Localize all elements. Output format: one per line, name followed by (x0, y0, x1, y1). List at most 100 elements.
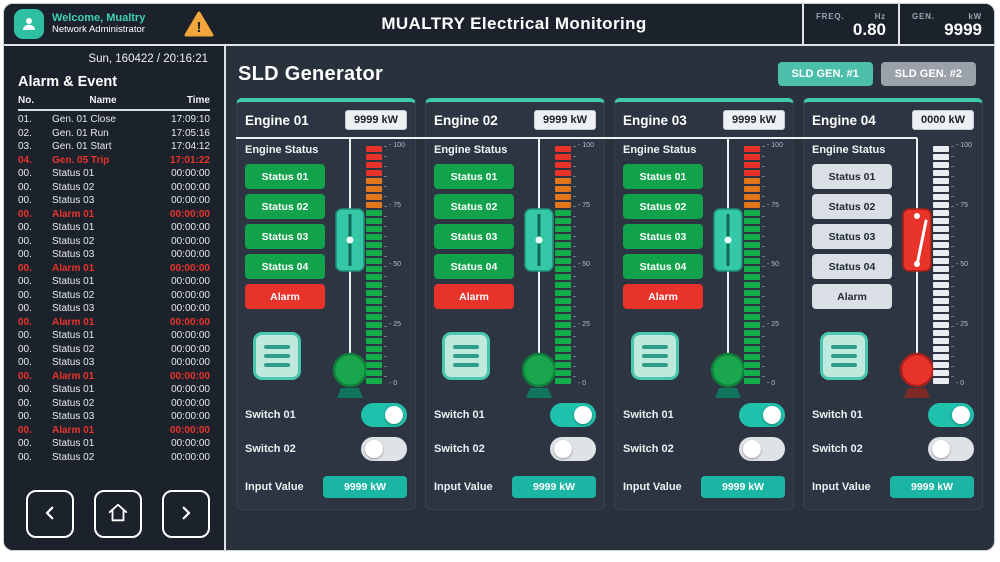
alarm-row[interactable]: 00. Status 01 00:00:00 (18, 437, 210, 451)
alarm-row[interactable]: 00. Status 01 00:00:00 (18, 329, 210, 343)
alarm-row[interactable]: 00. Status 02 00:00:00 (18, 289, 210, 303)
meter-segment (933, 266, 949, 272)
meter-segment (744, 202, 760, 208)
input-value-box[interactable]: 9999 kW (323, 476, 407, 498)
status-button[interactable]: Status 02 (623, 194, 703, 219)
meter-segment (366, 202, 382, 208)
meter-segment (366, 210, 382, 216)
alarm-row-no: 00. (18, 276, 32, 287)
status-button[interactable]: Status 04 (623, 254, 703, 279)
status-button[interactable]: Status 03 (245, 224, 325, 249)
toggle-switch[interactable] (928, 402, 974, 427)
alarm-row[interactable]: 00. Status 02 00:00:00 (18, 181, 210, 195)
meter-scale-label: 0 (578, 380, 604, 388)
sld-tabs: SLD GEN. #1 SLD GEN. #2 (777, 62, 976, 86)
alarm-row-no: 00. (18, 235, 32, 247)
alarm-button[interactable]: Alarm (245, 284, 325, 309)
user-icon[interactable] (14, 9, 44, 39)
alarm-row[interactable]: 02. Gen. 01 Run 17:05:16 (18, 127, 210, 141)
status-button[interactable]: Status 04 (812, 254, 892, 279)
alarm-row[interactable]: 00. Status 03 00:00:00 (18, 302, 210, 316)
breaker-symbol[interactable] (713, 208, 743, 272)
meter-ticks (762, 146, 765, 384)
switch-label: Switch 01 (245, 408, 296, 421)
breaker-symbol[interactable] (524, 208, 554, 272)
alarm-row[interactable]: 00. Alarm 01 00:00:00 (18, 316, 210, 330)
alarm-row[interactable]: 03. Gen. 01 Start 17:04:12 (18, 140, 210, 154)
alarm-row[interactable]: 00. Status 01 00:00:00 (18, 383, 210, 397)
input-value-box[interactable]: 9999 kW (890, 476, 974, 498)
content: Sun, 160422 / 20:16:21 Alarm & Event No.… (4, 46, 994, 550)
alarm-row[interactable]: 00. Status 03 00:00:00 (18, 248, 210, 262)
meter-segment (366, 290, 382, 296)
alarm-row[interactable]: 00. Alarm 01 00:00:00 (18, 424, 210, 438)
menu-icon[interactable] (442, 332, 490, 380)
tab-sld-gen-1[interactable]: SLD GEN. #1 (777, 62, 873, 86)
forward-button[interactable] (162, 490, 210, 538)
status-button[interactable]: Status 03 (812, 224, 892, 249)
alarm-row[interactable]: 00. Status 02 00:00:00 (18, 451, 210, 465)
alarm-row[interactable]: 00. Status 02 00:00:00 (18, 343, 210, 357)
alarm-row[interactable]: 00. Status 03 00:00:00 (18, 356, 210, 370)
status-button[interactable]: Status 01 (623, 164, 703, 189)
status-button[interactable]: Status 04 (245, 254, 325, 279)
input-value-box[interactable]: 9999 kW (701, 476, 785, 498)
warning-icon[interactable]: ! (184, 11, 214, 38)
toggle-switch[interactable] (739, 436, 785, 461)
meter-scale: 1007550250 (578, 142, 604, 388)
meter-segment (555, 218, 571, 224)
gen-unit: kW (968, 11, 982, 21)
alarm-button[interactable]: Alarm (812, 284, 892, 309)
breaker-symbol[interactable] (902, 208, 932, 272)
input-value-box[interactable]: 9999 kW (512, 476, 596, 498)
meter-segment (744, 170, 760, 176)
alarm-row[interactable]: 01. Gen. 01 Close 17:09:10 (18, 113, 210, 127)
toggle-switch[interactable] (928, 436, 974, 461)
status-button[interactable]: Status 02 (245, 194, 325, 219)
status-button[interactable]: Status 02 (434, 194, 514, 219)
alarm-row[interactable]: 00. Status 03 00:00:00 (18, 410, 210, 424)
toggle-switch[interactable] (361, 436, 407, 461)
alarm-row[interactable]: 04. Gen. 05 Trip 17:01:22 (18, 154, 210, 168)
menu-icon[interactable] (820, 332, 868, 380)
toggle-switch[interactable] (361, 402, 407, 427)
alarm-row[interactable]: 00. Status 01 00:00:00 (18, 221, 210, 235)
meter-segment (366, 162, 382, 168)
back-button[interactable] (26, 490, 74, 538)
status-button[interactable]: Status 01 (245, 164, 325, 189)
status-button[interactable]: Status 02 (812, 194, 892, 219)
alarm-row-no: 00. (18, 208, 32, 220)
meter-ticks (573, 146, 576, 384)
alarm-row[interactable]: 00. Status 01 00:00:00 (18, 167, 210, 181)
toggle-switch[interactable] (550, 402, 596, 427)
freq-value: 0.80 (852, 19, 886, 39)
meter-segment (933, 250, 949, 256)
alarm-row[interactable]: 00. Alarm 01 00:00:00 (18, 262, 210, 276)
status-button[interactable]: Status 03 (434, 224, 514, 249)
menu-icon[interactable] (253, 332, 301, 380)
alarm-row[interactable]: 00. Status 02 00:00:00 (18, 235, 210, 249)
alarm-button[interactable]: Alarm (623, 284, 703, 309)
alarm-row[interactable]: 00. Status 02 00:00:00 (18, 397, 210, 411)
menu-icon[interactable] (631, 332, 679, 380)
tab-sld-gen-2[interactable]: SLD GEN. #2 (880, 62, 976, 86)
alarm-row[interactable]: 00. Alarm 01 00:00:00 (18, 370, 210, 384)
alarm-button[interactable]: Alarm (434, 284, 514, 309)
status-button[interactable]: Status 03 (623, 224, 703, 249)
status-button[interactable]: Status 01 (812, 164, 892, 189)
alarm-row-no: 00. (18, 357, 32, 368)
breaker-symbol[interactable] (335, 208, 365, 272)
toggle-switch[interactable] (739, 402, 785, 427)
status-button[interactable]: Status 01 (434, 164, 514, 189)
meter-segment (744, 218, 760, 224)
home-button[interactable] (94, 490, 142, 538)
alarm-row[interactable]: 00. Alarm 01 00:00:00 (18, 208, 210, 222)
engine-card-header: Engine 01 9999 kW (237, 102, 415, 138)
toggle-switch[interactable] (550, 436, 596, 461)
status-button[interactable]: Status 04 (434, 254, 514, 279)
meter-segment (933, 354, 949, 360)
alarm-row[interactable]: 00. Status 03 00:00:00 (18, 194, 210, 208)
alarm-row[interactable]: 00. Status 01 00:00:00 (18, 275, 210, 289)
